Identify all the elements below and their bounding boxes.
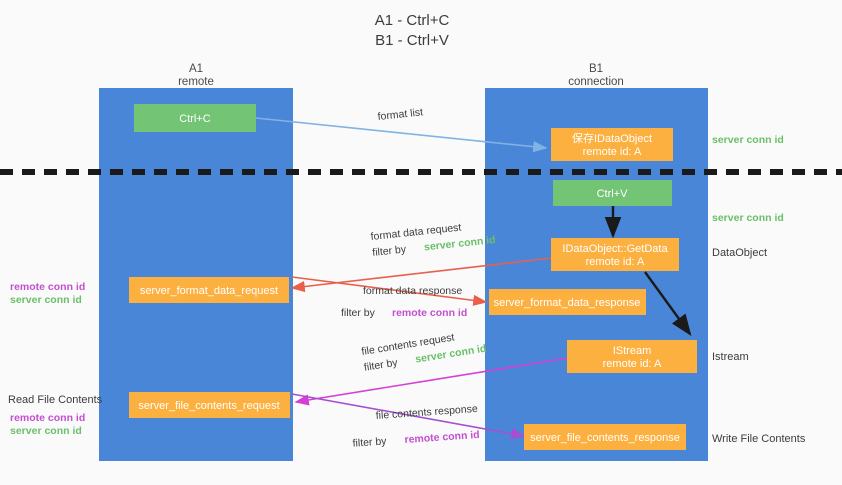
arrow-format-data-response bbox=[291, 276, 488, 306]
node-getdata[interactable]: IDataObject::GetData remote id: A bbox=[551, 238, 679, 271]
edge-filter-prefix-file-contents-response: filter by bbox=[352, 435, 387, 449]
lane-b1-role: connection bbox=[568, 76, 624, 88]
arrow-getdata-to-istream bbox=[644, 271, 692, 336]
node-save-idataobject-sub: remote id: A bbox=[583, 146, 642, 158]
lane-a1-name: A1 bbox=[189, 63, 203, 75]
edge-filter-target-format-data-response: remote conn id bbox=[392, 307, 467, 319]
edge-group-format-data-response: format data response filter by remote co… bbox=[341, 285, 467, 319]
annotation-dataobject: DataObject bbox=[712, 247, 767, 259]
lane-a1-role: remote bbox=[178, 76, 214, 88]
node-server-format-data-response-label: server_format_data_response bbox=[494, 297, 641, 309]
arrow-file-contents-response bbox=[291, 393, 526, 440]
node-getdata-sub: remote id: A bbox=[586, 256, 645, 268]
node-server-format-data-request[interactable]: server_format_data_request bbox=[129, 277, 289, 303]
edge-label-format-data-response: format data response bbox=[363, 285, 462, 297]
node-ctrl-c-label: Ctrl+C bbox=[179, 113, 211, 125]
node-getdata-label: IDataObject::GetData bbox=[562, 243, 668, 255]
node-istream-label: IStream bbox=[613, 345, 652, 357]
node-server-file-contents-request-label: server_file_contents_request bbox=[138, 400, 279, 412]
node-server-file-contents-request[interactable]: server_file_contents_request bbox=[129, 392, 290, 418]
annotation-server-conn-1: server conn id bbox=[10, 294, 82, 306]
node-save-idataobject-label: 保存IDataObject bbox=[572, 131, 652, 145]
lane-b1-name: B1 bbox=[589, 63, 603, 75]
annotation-write-file-contents: Write File Contents bbox=[712, 433, 806, 445]
arrow-file-contents-request bbox=[294, 357, 569, 406]
annotation-remote-conn-2: remote conn id bbox=[10, 412, 85, 424]
annotation-server-conn-top: server conn id bbox=[712, 134, 784, 146]
annotation-server-conn-2: server conn id bbox=[10, 425, 82, 437]
edge-filter-target-file-contents-response: remote conn id bbox=[404, 429, 480, 446]
edge-label-format-list: format list bbox=[377, 106, 424, 123]
annotation-istream: Istream bbox=[712, 351, 749, 363]
title-line-1: A1 - Ctrl+C bbox=[375, 12, 450, 29]
annotation-remote-conn-1: remote conn id bbox=[10, 281, 85, 293]
edge-filter-prefix-format-data-response: filter by bbox=[341, 307, 376, 319]
node-server-format-data-response[interactable]: server_format_data_response bbox=[489, 289, 646, 315]
annotation-server-conn-mid: server conn id bbox=[712, 212, 784, 224]
edge-filter-prefix-file-contents-request: filter by bbox=[363, 357, 399, 374]
node-ctrl-v-label: Ctrl+V bbox=[597, 188, 629, 200]
edge-group-file-contents-response: file contents response filter by remote … bbox=[352, 403, 480, 450]
edge-filter-prefix-format-data-request: filter by bbox=[372, 243, 408, 259]
node-server-format-data-request-label: server_format_data_request bbox=[140, 285, 278, 297]
node-istream[interactable]: IStream remote id: A bbox=[567, 340, 697, 373]
node-save-idataobject[interactable]: 保存IDataObject remote id: A bbox=[551, 128, 673, 161]
node-ctrl-v[interactable]: Ctrl+V bbox=[553, 180, 672, 206]
node-istream-sub: remote id: A bbox=[603, 358, 662, 370]
title-line-2: B1 - Ctrl+V bbox=[375, 32, 449, 49]
node-ctrl-c[interactable]: Ctrl+C bbox=[134, 104, 256, 132]
annotation-read-file-contents: Read File Contents bbox=[8, 394, 103, 406]
node-server-file-contents-response[interactable]: server_file_contents_response bbox=[524, 424, 686, 450]
node-server-file-contents-response-label: server_file_contents_response bbox=[530, 432, 680, 444]
arrow-format-list bbox=[255, 117, 548, 153]
